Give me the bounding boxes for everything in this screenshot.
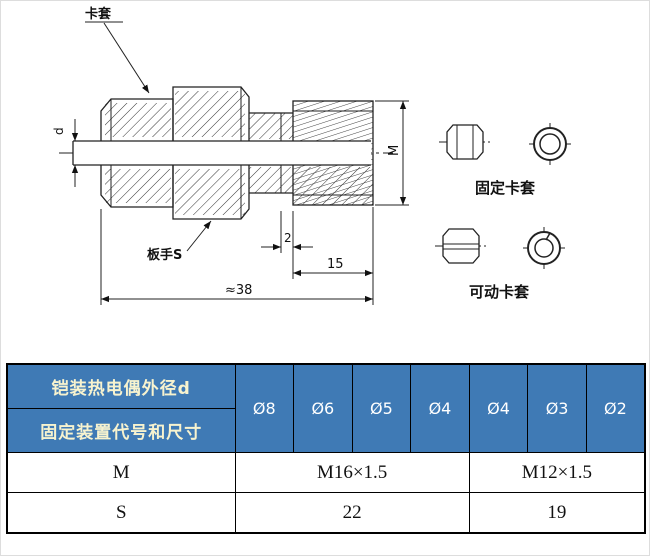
movable-ferrule-side <box>523 227 565 269</box>
row-label-S: S <box>6 492 236 534</box>
dim-M <box>375 100 409 206</box>
neck-section <box>249 112 293 194</box>
header-row-top: 铠装热电偶外径d Ø8 Ø6 Ø5 Ø4 Ø4 Ø3 Ø2 <box>6 363 646 453</box>
dim-2-label: 2 <box>284 231 292 245</box>
dim-d-label: d <box>52 127 66 135</box>
fitting-drawing-svg: 卡套 板手S d M 2 15 ≈38 固定卡套 可动卡套 <box>52 6 571 305</box>
fitting-drawing: 卡套 板手S d M 2 15 ≈38 固定卡套 可动卡套 <box>1 1 649 359</box>
wrench-callout-label: 板手S <box>147 247 182 263</box>
dim-38 <box>100 209 373 305</box>
table-row-S: S 22 19 <box>6 492 646 534</box>
ferrule-leader <box>103 22 150 94</box>
hex-nut <box>100 98 174 208</box>
dia-col-3: Ø4 <box>410 363 470 453</box>
fixed-ferrule-label: 固定卡套 <box>475 179 536 197</box>
movable-ferrule-label: 可动卡套 <box>469 283 530 301</box>
row-label-M: M <box>6 452 236 493</box>
row-S-left-value: 22 <box>234 492 470 534</box>
dim-M-label: M <box>387 145 402 156</box>
dia-col-4: Ø4 <box>468 363 529 453</box>
movable-ferrule-front <box>435 228 489 264</box>
ferrule-callout-label: 卡套 <box>85 6 112 22</box>
dia-col-5: Ø3 <box>527 363 587 453</box>
fixed-ferrule-side <box>529 123 571 165</box>
header-row-bottom: 固定装置代号和尺寸 <box>6 408 645 453</box>
header-left-bottom: 固定装置代号和尺寸 <box>6 408 236 453</box>
row-S-right-value: 19 <box>468 492 646 534</box>
dia-col-6: Ø2 <box>585 363 646 453</box>
dia-col-1: Ø6 <box>293 363 353 453</box>
spec-table: 铠装热电偶外径d Ø8 Ø6 Ø5 Ø4 Ø4 Ø3 Ø2 固定装置代号和尺寸 … <box>6 363 646 534</box>
wrench-leader <box>186 220 212 252</box>
fixed-ferrule-front <box>439 124 493 160</box>
dim-15-label: 15 <box>327 257 344 272</box>
fitting-body <box>172 86 250 220</box>
row-M-left-value: M16×1.5 <box>234 452 470 493</box>
dim-2 <box>261 211 313 253</box>
dia-col-2: Ø5 <box>351 363 412 453</box>
dim-38-label: ≈38 <box>225 283 252 298</box>
dim-15 <box>292 207 374 305</box>
probe-sheath <box>72 140 371 166</box>
row-M-right-value: M12×1.5 <box>468 452 646 493</box>
dia-col-0: Ø8 <box>234 363 295 453</box>
table-row-M: M M16×1.5 M12×1.5 <box>6 452 646 493</box>
header-left-top: 铠装热电偶外径d <box>6 363 236 409</box>
